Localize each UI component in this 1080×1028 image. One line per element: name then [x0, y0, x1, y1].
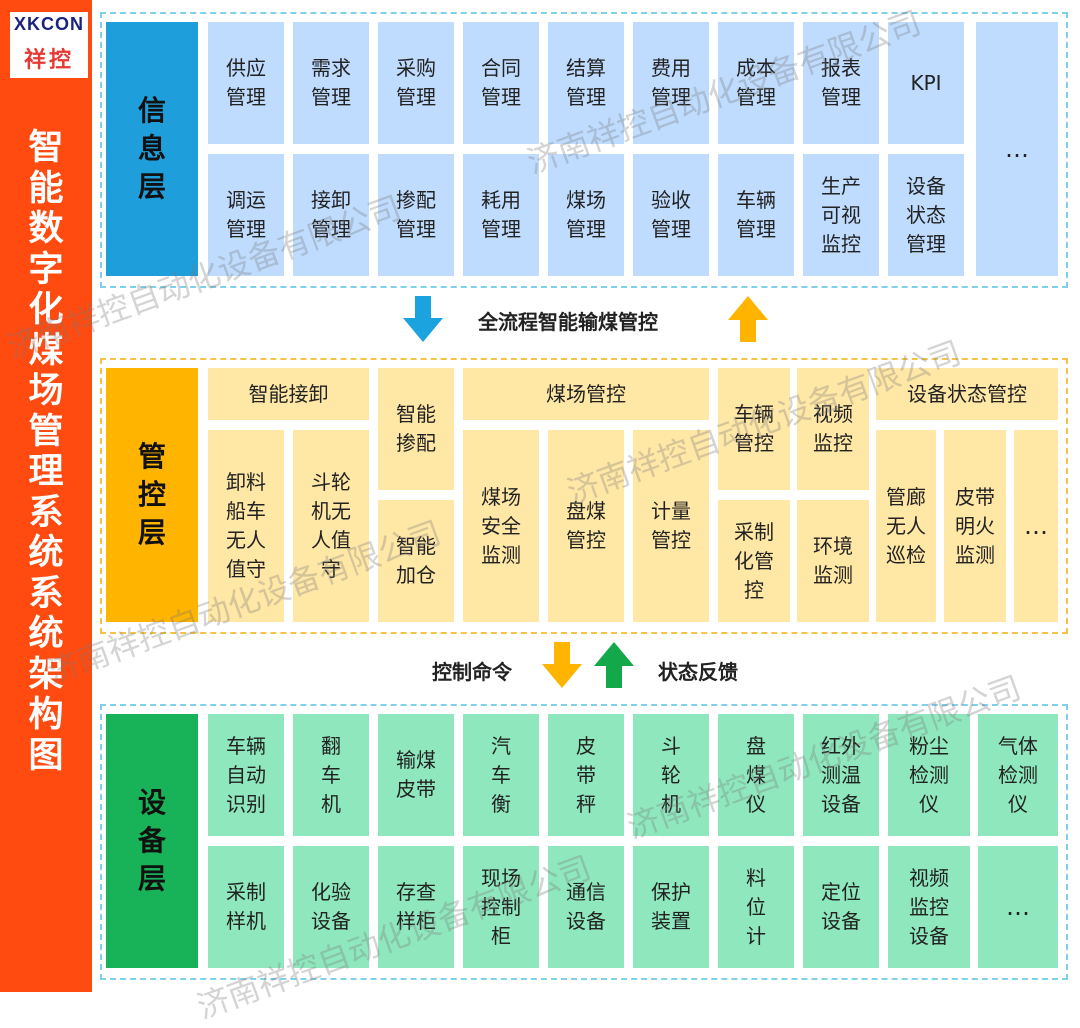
device-cell: 视频 监控 设备 [888, 846, 970, 968]
down-arrow-icon [403, 296, 443, 342]
info-cell: 验收 管理 [633, 154, 709, 276]
device-cell: 料 位 计 [718, 846, 794, 968]
info-cell: 结算 管理 [548, 22, 624, 144]
control-command-label: 控制命令 [432, 660, 512, 684]
control-layer-frame [100, 358, 1068, 634]
device-cell: 翻 车 机 [293, 714, 369, 836]
control-cell: 盘煤 管控 [548, 430, 624, 622]
logo-text-zh: 祥控 [23, 48, 74, 73]
info-layer-label: 信息层 [106, 22, 198, 276]
info-cell: 成本 管理 [718, 22, 794, 144]
device-cell: 气体 检测 仪 [978, 714, 1058, 836]
process-label: 全流程智能输煤管控 [478, 310, 658, 334]
device-cell: 车辆 自动 识别 [208, 714, 284, 836]
info-cell: 耗用 管理 [463, 154, 539, 276]
info-layer-label-text: 信息层 [137, 94, 166, 203]
up-arrow-icon [594, 642, 634, 688]
device-cell: 皮 带 秤 [548, 714, 624, 836]
control-cell: 皮带 明火 监测 [944, 430, 1006, 622]
device-cell: 红外 测温 设备 [803, 714, 879, 836]
control-cell: 环境 监测 [797, 500, 869, 622]
device-cell: 汽 车 衡 [463, 714, 539, 836]
up-arrow-icon [728, 296, 768, 342]
info-cell: 设备 状态 管理 [888, 154, 964, 276]
info-cell: 掺配 管理 [378, 154, 454, 276]
down-arrow-icon [542, 642, 582, 688]
title-strip [0, 0, 92, 992]
info-cell: 采购 管理 [378, 22, 454, 144]
info-cell: 调运 管理 [208, 154, 284, 276]
info-cell-more: … [976, 22, 1058, 276]
control-cell: 煤场 安全 监测 [463, 430, 539, 622]
device-cell: 定位 设备 [803, 846, 879, 968]
device-layer-label-text: 设备层 [137, 786, 166, 895]
control-group-header: 煤场管控 [463, 368, 709, 420]
device-cell: 保护 装置 [633, 846, 709, 968]
info-cell: 接卸 管理 [293, 154, 369, 276]
info-cell: 供应 管理 [208, 22, 284, 144]
info-cell: 生产 可视 监控 [803, 154, 879, 276]
control-cell: 智能 掺配 [378, 368, 454, 490]
info-cell: 报表 管理 [803, 22, 879, 144]
device-cell: 盘 煤 仪 [718, 714, 794, 836]
control-layer-label-text: 管控层 [137, 440, 166, 549]
device-cell: 输煤 皮带 [378, 714, 454, 836]
device-cell: 采制 样机 [208, 846, 284, 968]
control-cell: 车辆 管控 [718, 368, 790, 490]
info-layer-frame [100, 12, 1068, 288]
control-group-header: 设备状态管控 [876, 368, 1058, 420]
device-cell: 通信 设备 [548, 846, 624, 968]
device-cell: 现场 控制 柜 [463, 846, 539, 968]
device-layer-label: 设备层 [106, 714, 198, 968]
device-cell: 化验 设备 [293, 846, 369, 968]
company-logo: XKCON 祥控 [10, 12, 88, 78]
control-cell: 计量 管控 [633, 430, 709, 622]
logo-text-en: XKCON [13, 14, 84, 34]
control-cell: 卸料 船车 无人 值守 [208, 430, 284, 622]
info-cell: 车辆 管理 [718, 154, 794, 276]
device-cell: 斗 轮 机 [633, 714, 709, 836]
control-cell-more: … [1014, 430, 1058, 622]
control-cell: 斗轮 机无 人值 守 [293, 430, 369, 622]
device-cell: 粉尘 检测 仪 [888, 714, 970, 836]
info-cell: 费用 管理 [633, 22, 709, 144]
diagram-title: 智能数字化煤场管理系统系统架构图 [28, 128, 64, 776]
control-group-header: 智能接卸 [208, 368, 369, 420]
device-layer-frame [100, 704, 1068, 980]
info-cell: 需求 管理 [293, 22, 369, 144]
control-cell: 智能 加仓 [378, 500, 454, 622]
control-layer-label: 管控层 [106, 368, 198, 622]
info-cell: 煤场 管理 [548, 154, 624, 276]
control-cell: 管廊 无人 巡检 [876, 430, 936, 622]
device-cell-more: … [978, 846, 1058, 968]
control-cell: 视频 监控 [797, 368, 869, 490]
device-cell: 存查 样柜 [378, 846, 454, 968]
control-cell: 采制 化管 控 [718, 500, 790, 622]
info-cell: 合同 管理 [463, 22, 539, 144]
info-cell: KPI [888, 22, 964, 144]
status-feedback-label: 状态反馈 [658, 660, 738, 684]
